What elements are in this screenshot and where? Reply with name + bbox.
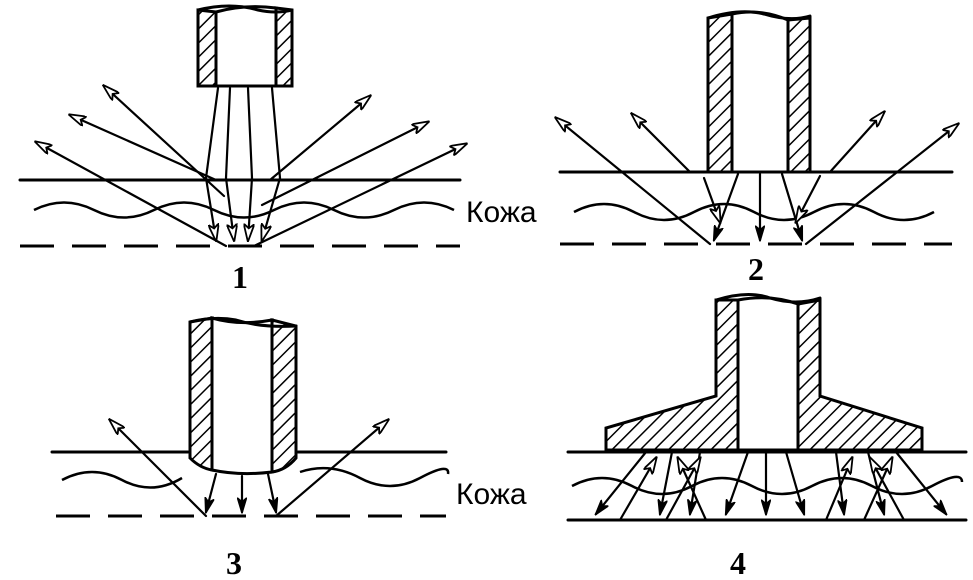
skin-label-bottom: Кожа [456,478,527,511]
skin-label-top: Кожа [466,196,537,229]
panel-3-lightguide [188,316,298,476]
panel-1-beam-rays [204,86,282,240]
panel-1-number: 1 [232,259,248,295]
panel-1-skin-layers [18,178,462,248]
panel-3-number: 3 [226,545,242,580]
panel-1-lightguide [196,4,294,88]
panel-3: 3 [50,316,450,580]
panel-2-beam-rays [702,172,822,240]
panel-4: 4 [566,293,968,580]
panel-2: 2 [556,10,958,287]
panel-2-lightguide [706,10,812,174]
panel-2-skin-layers [558,170,954,246]
panel-3-reflected-rays [110,420,388,518]
panel-4-lightguide [604,293,924,452]
panel-1: 1 [18,4,466,295]
panel-2-reflected-rays [556,112,958,246]
panel-1-reflected-rays [36,86,466,248]
panel-4-beam-rays [596,450,946,514]
panel-4-number: 4 [730,545,746,580]
panel-3-beam-rays [206,472,276,512]
panel-2-number: 2 [748,251,764,287]
panel-4-reflected-rays [618,458,906,522]
